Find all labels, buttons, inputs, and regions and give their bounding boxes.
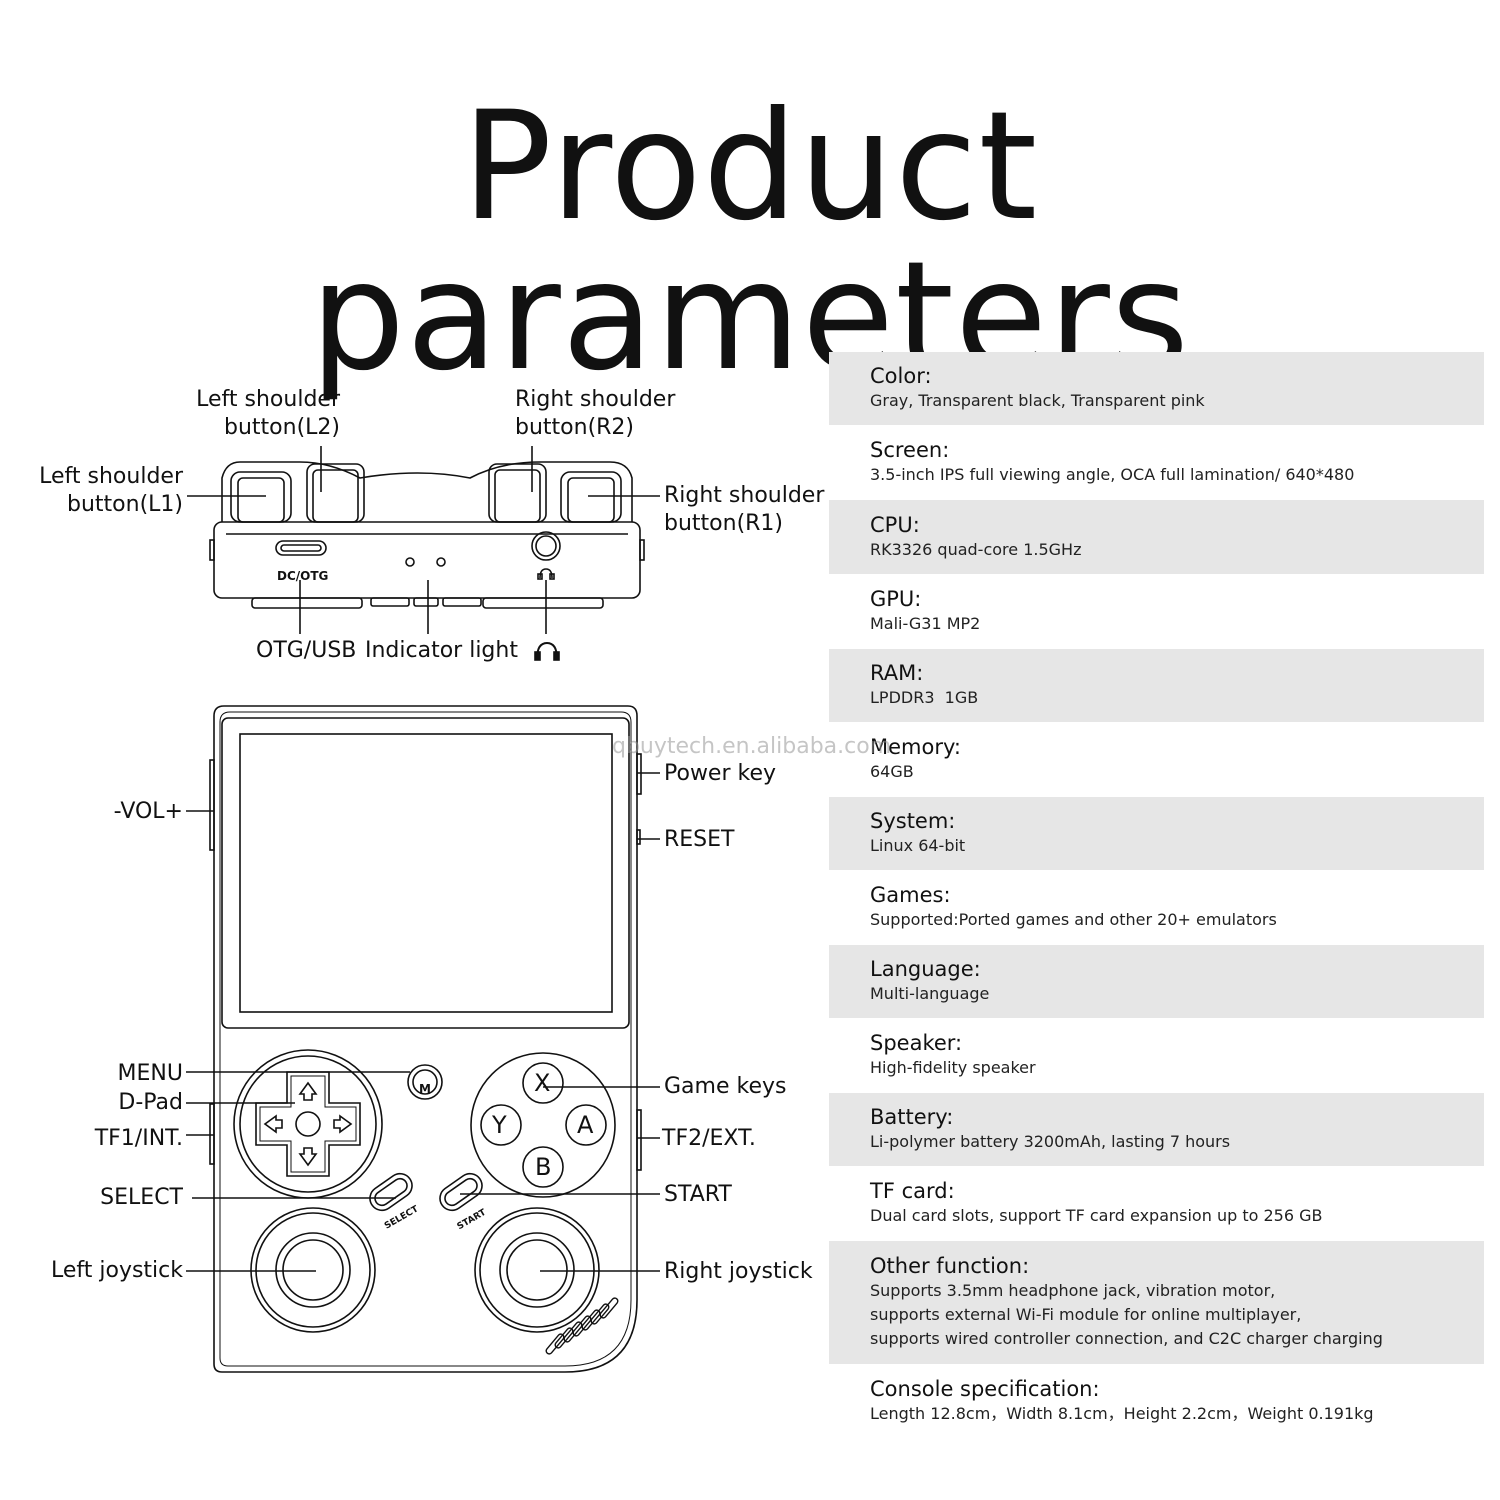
spec-row: Games: Supported:Ported games and other 2… <box>829 870 1484 945</box>
spec-value: Gray, Transparent black, Transparent pin… <box>870 391 1205 410</box>
spec-key: Other function: <box>870 1254 1030 1278</box>
menu-button <box>407 1064 443 1100</box>
label-otg-usb: OTG/USB <box>256 638 357 663</box>
spec-value: High-fidelity speaker <box>870 1058 1036 1077</box>
spec-row: Screen: 3.5-inch IPS full viewing angle, … <box>829 425 1484 500</box>
a-button-text: A <box>577 1111 594 1139</box>
spec-key: Color: <box>870 364 932 388</box>
spec-key: Speaker: <box>870 1031 963 1055</box>
label-start: START <box>664 1182 732 1207</box>
spec-value: Dual card slots, support TF card expansi… <box>870 1206 1323 1225</box>
label-dpad: D-Pad <box>118 1090 183 1115</box>
spec-row: TF card: Dual card slots, support TF card… <box>829 1166 1484 1241</box>
spec-value: 3.5-inch IPS full viewing angle, OCA ful… <box>870 465 1355 484</box>
label-select: SELECT <box>100 1185 183 1210</box>
indicator-light <box>436 557 446 567</box>
device-top-view <box>187 446 660 661</box>
spec-row: Battery: Li-polymer battery 3200mAh, last… <box>829 1093 1484 1166</box>
x-button <box>522 1062 564 1104</box>
a-button <box>565 1104 607 1146</box>
spec-row: RAM: LPDDR3 1GB <box>829 649 1484 722</box>
spec-key: TF card: <box>870 1179 955 1203</box>
label-left-joystick: Left joystick <box>50 1258 183 1283</box>
b-button-text: B <box>535 1153 552 1181</box>
label-power-key: Power key <box>664 761 777 786</box>
start-button <box>439 1172 483 1212</box>
page-title: Product parameters <box>309 80 1191 404</box>
device-front-view <box>186 705 660 1373</box>
headphone-jack <box>531 531 561 561</box>
right-joystick <box>474 1207 600 1333</box>
spec-key: Games: <box>870 883 951 907</box>
b-button <box>522 1146 564 1188</box>
spec-table: Color: Gray, Transparent black, Transpare… <box>829 352 1484 1439</box>
spec-key: Language: <box>870 957 981 981</box>
label-tf1: TF1/INT. <box>94 1126 183 1151</box>
x-button-text: X <box>534 1069 551 1097</box>
spec-value: 64GB <box>870 762 914 781</box>
spec-value: Length 12.8cm，Width 8.1cm，Height 2.2cm，W… <box>870 1404 1374 1423</box>
spec-value: LPDDR3 1GB <box>870 688 979 707</box>
menu-button-text: M <box>419 1082 431 1096</box>
spec-row: Console specification: Length 12.8cm，Widt… <box>829 1364 1484 1439</box>
spec-value: Li-polymer battery 3200mAh, lasting 7 ho… <box>870 1132 1231 1151</box>
label-r1: Right shoulder button(R1) <box>664 483 825 536</box>
speaker-grille <box>545 1297 619 1355</box>
spec-value: RK3326 quad-core 1.5GHz <box>870 539 1082 559</box>
label-r2: Right shoulder button(R2) <box>515 387 676 440</box>
spec-key: Battery: <box>870 1105 954 1129</box>
spec-row: Speaker: High-fidelity speaker <box>829 1018 1484 1093</box>
spec-row: Memory: 64GB <box>829 722 1484 797</box>
spec-value: Multi-language <box>870 984 990 1003</box>
label-reset: RESET <box>664 827 735 852</box>
label-right-joystick: Right joystick <box>664 1259 813 1284</box>
y-button-text: Y <box>492 1111 507 1139</box>
label-menu: MENU <box>117 1061 183 1086</box>
spec-row: System: Linux 64-bit <box>829 797 1484 870</box>
label-vol: -VOL+ <box>113 799 183 824</box>
spec-row: GPU: Mali-G31 MP2 <box>829 574 1484 649</box>
left-joystick <box>250 1207 376 1333</box>
label-l1: Left shoulder button(L1) <box>39 464 183 517</box>
spec-row: Color: Gray, Transparent black, Transpare… <box>829 352 1484 425</box>
r2-button <box>488 463 547 523</box>
spec-key: GPU: <box>870 587 922 611</box>
screen <box>239 733 613 1013</box>
spec-value: Linux 64-bit <box>870 836 966 855</box>
indicator-light <box>405 557 415 567</box>
label-indicator-light: Indicator light <box>365 638 518 663</box>
spec-key: RAM: <box>870 661 924 685</box>
label-tf2: TF2/EXT. <box>662 1126 756 1151</box>
headphone-icon <box>536 641 558 660</box>
label-l2: Left shoulder button(L2) <box>196 387 340 440</box>
spec-key: System: <box>870 809 956 833</box>
watermark: qbuytech.en.alibaba.com <box>612 734 892 759</box>
spec-key: Screen: <box>870 438 950 462</box>
spec-value: Supported:Ported games and other 20+ emu… <box>870 910 1277 929</box>
screen-bezel <box>221 717 630 1029</box>
usb-port-text: DC/OTG <box>277 569 329 583</box>
l2-button <box>306 463 365 523</box>
spec-key: Console specification: <box>870 1377 1100 1401</box>
spec-key: Memory: <box>870 735 961 759</box>
spec-row: Other function: Supports 3.5mm headphone … <box>829 1241 1484 1364</box>
usb-c-port <box>275 540 327 556</box>
face-buttons-area <box>470 1052 616 1198</box>
y-button <box>480 1104 522 1146</box>
spec-row: CPU:RK3326 quad-core 1.5GHz <box>829 500 1484 574</box>
spec-value: Mali-G31 MP2 <box>870 614 981 633</box>
spec-value: Supports 3.5mm headphone jack, vibration… <box>870 1281 1383 1348</box>
label-game-keys: Game keys <box>664 1074 787 1099</box>
spec-row: Language: Multi-language <box>829 945 1484 1018</box>
spec-key: CPU: <box>870 512 920 537</box>
